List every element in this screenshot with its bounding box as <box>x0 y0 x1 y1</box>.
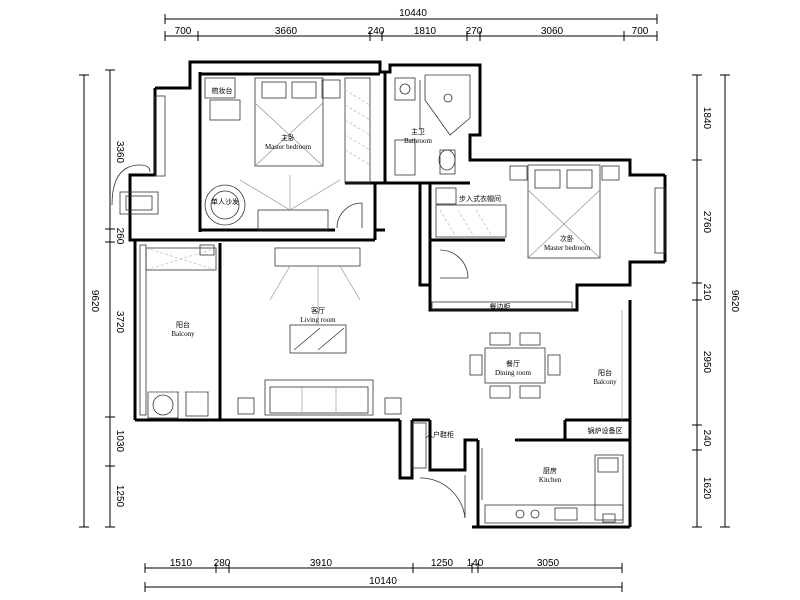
dim-bottom-seg-2: 280 <box>214 558 231 569</box>
living-room-furniture <box>237 247 402 416</box>
dining-furniture <box>431 301 573 399</box>
dim-right-seg-2: 2760 <box>701 211 712 234</box>
label-boiler-area: 锅炉设备区 <box>588 426 623 435</box>
room-labels: 梳妆台 主卧 Master bedroom 单人沙发 主卫 Bathroom 步… <box>171 86 622 484</box>
balcony-right-cn: 阳台 <box>598 368 612 377</box>
entry-fixtures <box>411 422 466 519</box>
living-room-en: Living room <box>300 316 336 324</box>
dim-bottom-total: 10140 <box>369 576 397 587</box>
dim-top-total: 10440 <box>399 8 427 19</box>
dim-left-seg-3: 3720 <box>114 311 125 334</box>
kitchen-cn: 厨房 <box>543 466 557 475</box>
label-entry-cabinet: 入户鞋柜 <box>426 430 454 439</box>
dim-left-seg-2: 260 <box>114 228 125 245</box>
dim-right-seg-4: 2950 <box>701 351 712 374</box>
bathroom-fixtures <box>394 74 471 176</box>
dim-right-seg-1: 1840 <box>701 107 712 130</box>
label-walk-in-closet: 步入式衣帽间 <box>459 194 501 203</box>
dim-right-seg-5: 240 <box>701 430 712 447</box>
bathroom-en: Bathroom <box>404 137 433 145</box>
master-bedroom-furniture <box>204 77 371 231</box>
dim-bottom-seg-6: 3050 <box>537 558 560 569</box>
dim-right-total: 9620 <box>729 290 740 313</box>
dim-top-seg-4: 1810 <box>414 26 437 37</box>
balcony-left-en: Balcony <box>171 330 195 338</box>
balcony-right-en: Balcony <box>593 378 617 386</box>
second-bedroom-cn: 次卧 <box>560 234 574 243</box>
left-dimensions: 9620 3360 260 3720 1030 1250 <box>79 69 125 528</box>
label-single-sofa: 单人沙发 <box>211 197 239 206</box>
dim-top-seg-1: 700 <box>175 26 192 37</box>
kitchen-en: Kitchen <box>539 476 562 484</box>
dim-bottom-seg-5: 140 <box>467 558 484 569</box>
bathroom-cn: 主卫 <box>411 127 425 136</box>
dim-right-seg-6: 1620 <box>701 477 712 500</box>
bottom-dimensions: 1510 280 3910 1250 140 3050 10140 <box>144 558 623 592</box>
dim-top-seg-6: 3060 <box>541 26 564 37</box>
dining-room-en: Dining room <box>495 369 532 377</box>
right-dimensions: 1840 2760 210 2950 240 1620 9620 <box>692 74 740 528</box>
balcony-left-cn: 阳台 <box>176 320 190 329</box>
dim-bottom-seg-4: 1250 <box>431 558 454 569</box>
dim-right-seg-3: 210 <box>701 284 712 301</box>
dim-top-seg-3: 240 <box>368 26 385 37</box>
dim-left-seg-5: 1250 <box>114 485 125 508</box>
second-bedroom-furniture <box>435 164 620 279</box>
windows <box>139 95 666 416</box>
top-dimensions: 10440 700 3660 240 1810 270 3060 700 <box>164 8 658 41</box>
dim-top-seg-5: 270 <box>466 26 483 37</box>
living-room-cn: 客厅 <box>311 306 325 315</box>
dim-bottom-seg-1: 1510 <box>170 558 193 569</box>
kitchen-fixtures <box>481 448 624 524</box>
dim-left-seg-1: 3360 <box>114 141 125 164</box>
left-balcony-fixtures <box>145 244 217 419</box>
dim-left-seg-4: 1030 <box>114 430 125 453</box>
dim-bottom-seg-3: 3910 <box>310 558 333 569</box>
dining-room-cn: 餐厅 <box>506 359 520 368</box>
second-bedroom-en: Master bedroom <box>544 244 591 252</box>
dim-left-total: 9620 <box>89 290 100 313</box>
master-bedroom-cn: 主卧 <box>281 133 295 142</box>
walls <box>128 60 667 529</box>
dim-top-seg-7: 700 <box>632 26 649 37</box>
outdoor-chair <box>111 164 159 215</box>
label-dresser: 梳妆台 <box>212 86 233 95</box>
master-bedroom-en: Master bedroom <box>265 143 312 151</box>
dim-top-seg-2: 3660 <box>275 26 298 37</box>
label-sideboard: 餐边柜 <box>490 302 511 311</box>
